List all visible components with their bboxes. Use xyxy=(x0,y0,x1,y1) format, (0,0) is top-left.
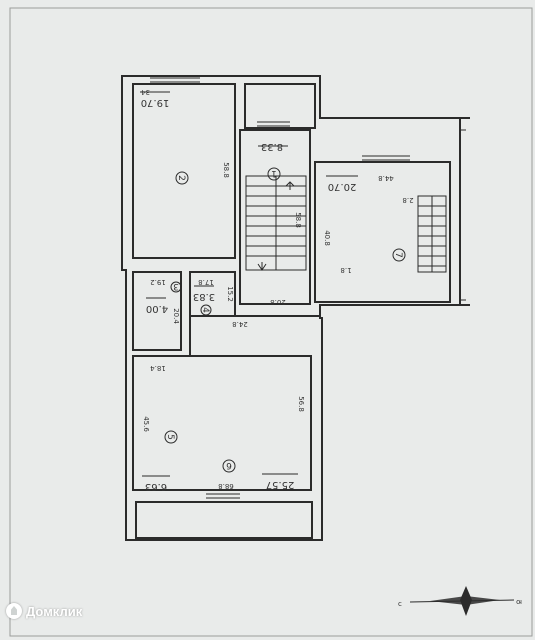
area-underlines xyxy=(140,91,358,477)
small-mark: 1.8 xyxy=(340,266,351,274)
room-2-number: 2 xyxy=(176,175,186,181)
compass-letter-right: ю xyxy=(516,598,522,606)
room-6-wall xyxy=(132,355,312,491)
balcony xyxy=(135,501,313,539)
compass-bar-icon xyxy=(430,596,500,605)
dim-label: 68.8 xyxy=(218,482,234,490)
stairs-room-1 xyxy=(245,175,307,271)
room-3-wall xyxy=(132,271,182,351)
dim-label: 19.2 xyxy=(150,278,166,286)
dim-label: 40.8 xyxy=(323,230,331,246)
room-6-area: 25.57 xyxy=(266,479,295,490)
room-7-wall xyxy=(314,161,451,303)
room-4-wall xyxy=(189,271,236,317)
room-4-area: 3.83 xyxy=(193,291,215,302)
room-markers xyxy=(164,167,406,473)
room-1-number: 1 xyxy=(271,168,277,178)
room-3-number: 3 xyxy=(173,281,179,291)
compass-letter-left: c xyxy=(398,600,402,608)
window xyxy=(150,77,200,83)
room-7-area: 20.70 xyxy=(328,181,357,192)
room-2-wall xyxy=(132,83,236,259)
outer-wall xyxy=(121,75,461,541)
dim-label: 45.6 xyxy=(142,416,150,432)
compass xyxy=(409,586,515,616)
small-mark: 2.8 xyxy=(402,196,413,204)
watermark: Домклик xyxy=(6,603,82,619)
dim-label: 18.4 xyxy=(150,364,166,372)
dim-label: 58.8 xyxy=(222,162,230,178)
dim-label: 20.8 xyxy=(270,298,286,306)
nook-wall xyxy=(244,83,316,129)
window xyxy=(460,129,466,301)
dim-label: 34 xyxy=(141,88,150,96)
room-7-number: 7 xyxy=(393,252,403,258)
dim-label: 44.8 xyxy=(378,174,394,182)
watermark-text: Домклик xyxy=(26,603,83,619)
window xyxy=(206,493,240,499)
dim-label: 24.8 xyxy=(232,320,248,328)
room-1-area: 8.33 xyxy=(261,141,283,152)
dim-label: 17.8 xyxy=(198,278,214,286)
room-6-number: 6 xyxy=(226,460,232,470)
side-wall xyxy=(452,117,470,306)
room-4-number: 4 xyxy=(200,307,210,313)
dim-label: 20.4 xyxy=(172,308,180,324)
dim-label: 15.2 xyxy=(226,286,234,302)
dim-label: 56.8 xyxy=(297,396,305,412)
domclick-logo-icon xyxy=(6,603,22,619)
windows xyxy=(150,77,466,499)
page-frame xyxy=(9,7,533,637)
room-1-wall xyxy=(239,129,311,305)
room-5-number: 5 xyxy=(165,434,175,440)
dim-label: 58.8 xyxy=(294,212,302,228)
window xyxy=(362,155,410,161)
room-5-area: 6.63 xyxy=(145,481,167,492)
room-3-area: 4.00 xyxy=(146,303,168,314)
room-2-area: 19.70 xyxy=(141,97,170,108)
stairs-room-7 xyxy=(417,195,447,273)
window xyxy=(257,121,290,127)
walls xyxy=(121,75,470,541)
